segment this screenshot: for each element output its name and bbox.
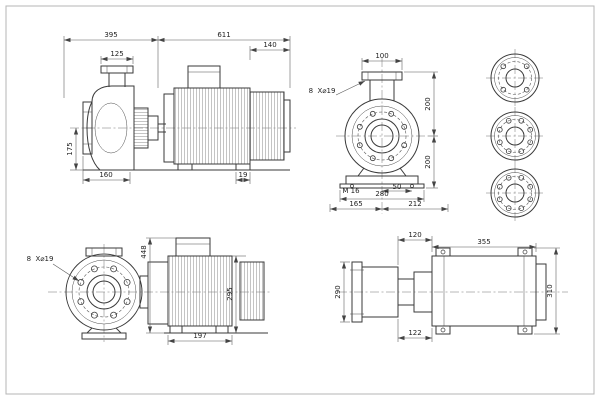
motor-side (83, 65, 291, 171)
dim-395: 395 (104, 31, 117, 39)
bearing-bracket (133, 107, 166, 149)
dim-125: 125 (110, 50, 123, 58)
motor-body-end (167, 255, 233, 327)
bolt-callout-front: 8 X⌀19 (309, 87, 336, 95)
dim-50: 50 (393, 183, 402, 191)
view-front: 100 8 X⌀19 200 200 M 16 50 280 165 212 (309, 52, 449, 214)
flange-bolt-holes (356, 110, 408, 162)
dim-448: 448 (140, 245, 148, 258)
front-view-dimensions: 100 8 X⌀19 200 200 M 16 50 280 165 212 (309, 52, 449, 212)
discharge-flange-front (361, 71, 403, 101)
view-plan: 120 355 290 122 310 (334, 231, 568, 342)
side-view-dimensions: 395 611 140 125 175 160 19 (63, 31, 291, 184)
dim-140: 140 (263, 41, 276, 49)
dim-160: 160 (99, 171, 112, 179)
dim-355: 355 (477, 238, 490, 246)
flange-detail-middle (486, 107, 544, 165)
dim-m16: M 16 (342, 187, 360, 195)
dim-100: 100 (375, 52, 388, 60)
view-end: 8 X⌀19 448 197 295 (27, 237, 272, 345)
motor-foot-rear (235, 163, 251, 171)
drawing-border-frame (5, 5, 595, 395)
view-flange-details (486, 49, 544, 222)
dim-212: 212 (408, 200, 421, 208)
motor-body-plan (431, 255, 537, 327)
volute-front (344, 98, 420, 174)
dim-200-lower: 200 (424, 155, 432, 168)
coupling-bracket-end (139, 261, 169, 325)
pump-foot-end (81, 327, 127, 340)
flange-detail-top (486, 49, 544, 107)
dim-295: 295 (226, 287, 234, 300)
bolt-callout-leader (335, 80, 366, 96)
dim-290: 290 (334, 285, 342, 298)
end-view-dimensions: 448 197 295 (140, 237, 246, 345)
view-side-elevation: 395 611 140 125 175 160 19 (63, 31, 296, 184)
fan-end-plan (535, 263, 547, 321)
volute-casing-side (82, 85, 135, 171)
dim-175: 175 (66, 142, 74, 155)
fan-cover (249, 91, 285, 161)
suction-flange-face (65, 253, 143, 331)
bolt-callout-leader-end (52, 263, 80, 282)
fan-end-cap (283, 99, 291, 153)
dim-197: 197 (193, 332, 206, 340)
motor-end-view (164, 237, 268, 334)
motor-plan (431, 247, 547, 335)
dim-200-upper: 200 (424, 97, 432, 110)
motor-foot-front (177, 163, 193, 171)
dim-122: 122 (408, 329, 421, 337)
bolt-circle (357, 111, 407, 161)
dim-611: 611 (217, 31, 230, 39)
dim-19: 19 (239, 171, 248, 179)
fan-cover-end (239, 261, 265, 321)
discharge-flange-side (100, 65, 134, 87)
dim-120: 120 (408, 231, 421, 239)
discharge-flange-top-edge (85, 247, 123, 257)
pedestal-base (339, 167, 425, 189)
terminal-box (187, 65, 221, 89)
plan-view-dimensions: 120 355 290 122 310 (334, 231, 560, 342)
dim-310: 310 (546, 284, 554, 297)
dim-280: 280 (375, 190, 388, 198)
terminal-box-end (175, 237, 211, 257)
flange-detail-bottom (486, 164, 544, 222)
bolt-callout-end: 8 X⌀19 (27, 255, 54, 263)
motor-body (173, 87, 251, 165)
dim-165: 165 (349, 200, 362, 208)
